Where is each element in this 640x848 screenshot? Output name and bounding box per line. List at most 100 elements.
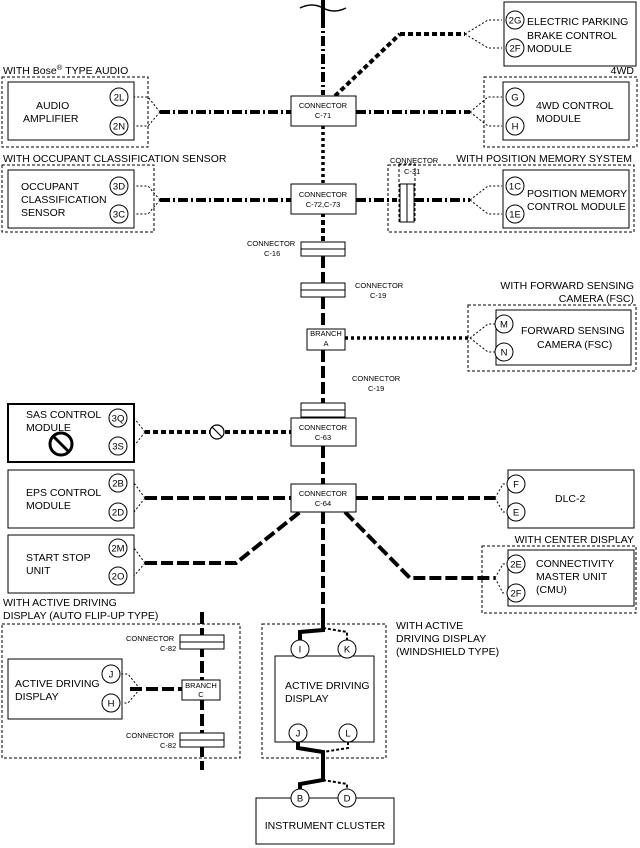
add-ws-wire [296, 742, 325, 772]
fourwd-control-module [502, 81, 630, 141]
pin-label: 3Q [112, 414, 125, 425]
add-flip-group [1, 623, 241, 759]
pin-label: 2E [510, 560, 522, 571]
pin-add-ws-bottom-l: L [338, 723, 358, 743]
eps-label-2: MODULE [26, 500, 71, 512]
cmu-module [507, 549, 635, 607]
pin-label: M [500, 320, 508, 331]
pin-label: K [344, 645, 351, 656]
pin-eps-2d: 2D [108, 502, 128, 522]
pin-cluster-d: D [337, 788, 357, 808]
occupant-label-1: OCCUPANT [21, 181, 80, 193]
epb-label-2: BRAKE CONTROL [527, 30, 617, 42]
pin-circles: 2G2F2L2NGH3D3C1C1EMN3Q3S2B2DFE2M2O2E2FJH… [101, 10, 526, 808]
pin-label: J [296, 729, 301, 740]
position-memory-branch [469, 185, 502, 215]
sas-label-1: SAS CONTROL [26, 409, 101, 421]
pin-dlc-f: F [506, 474, 526, 494]
pin-label: 2G [509, 16, 522, 27]
group-label-fourwd: 4WD [611, 65, 635, 77]
branch-a-label-2: A [323, 339, 328, 348]
pin-epb-2f: 2F [505, 38, 525, 58]
group-label-fsc-2: CAMERA (FSC) [559, 293, 634, 305]
connector-c72 [290, 183, 357, 215]
epb-wire [333, 32, 402, 98]
group-label-occupant: WITH OCCUPANT CLASSIFICATION SENSOR [3, 153, 227, 165]
pin-label: 1E [509, 210, 521, 221]
pin-sas-3s: 3S [108, 436, 128, 456]
pin-sas-3q: 3Q [108, 408, 128, 428]
pin-fourwd-h: H [505, 116, 525, 136]
c82b-label-2: C-82 [160, 741, 176, 750]
harness-break-mark [299, 4, 347, 12]
audio-label-1: AUDIO [36, 100, 69, 112]
pin-label: G [511, 93, 518, 104]
position-memory-group [387, 164, 635, 233]
audio-label-2: AMPLIFIER [23, 113, 79, 125]
start-stop-wire [145, 510, 302, 565]
pin-label: 2B [112, 479, 124, 490]
no-access-small-icon [209, 424, 225, 440]
fsc-module [495, 309, 632, 366]
pin-label: 3C [113, 210, 125, 221]
fourwd-branch [469, 96, 502, 127]
connector-c64 [290, 483, 357, 513]
pin-label: N [501, 348, 508, 359]
pin-epb-2g: 2G [505, 10, 525, 30]
epb-branch [464, 19, 502, 49]
c64-label-1: CONNECTOR [299, 489, 348, 498]
group-label-add-flip-2: DISPLAY (AUTO FLIP-UP TYPE) [3, 610, 158, 622]
bose-audio-group [1, 76, 149, 148]
group-label-center-display: WITH CENTER DISPLAY [515, 534, 634, 546]
no-access-icon [48, 431, 74, 457]
pin-label: 3S [112, 442, 124, 453]
add-ws-group [261, 623, 387, 759]
c72-label-1: CONNECTOR [299, 190, 348, 199]
position-memory-label-1: POSITION MEMORY [527, 188, 627, 200]
position-memory-label-2: CONTROL MODULE [527, 201, 626, 213]
c64-label-2: C-64 [315, 499, 331, 508]
cmu-label-2: MASTER UNIT [536, 571, 608, 583]
fourwd-label-1: 4WD CONTROL [536, 100, 614, 112]
add-ws-wire [322, 742, 349, 753]
pin-label: L [345, 729, 350, 740]
pin-position-memory-1e: 1E [505, 204, 525, 224]
pin-label: 2F [509, 44, 520, 55]
dlc-module [507, 469, 635, 529]
c63-label-1: CONNECTOR [299, 423, 348, 432]
pin-start-stop-2m: 2M [108, 538, 128, 558]
fsc-branch [469, 323, 496, 353]
pin-label: 2L [114, 93, 125, 104]
connector-c71 [290, 95, 357, 127]
c19a-label-2: C-19 [370, 291, 386, 300]
fourwd-label-2: MODULE [536, 113, 581, 125]
pin-label: B [297, 794, 303, 805]
instrument-cluster-module [255, 797, 395, 845]
pin-label: 2O [112, 572, 125, 583]
group-label-add-flip-1: WITH ACTIVE DRIVING [3, 597, 117, 609]
pin-add-flip-j: J [101, 664, 121, 684]
pin-dlc-e: E [506, 502, 526, 522]
pin-eps-2b: 2B [108, 473, 128, 493]
epb-label-3: MODULE [527, 43, 572, 55]
pin-position-memory-1c: 1C [505, 176, 525, 196]
pin-label: 2M [111, 544, 124, 555]
pin-label: E [513, 508, 519, 519]
group-label-fsc-1: WITH FORWARD SENSING [500, 280, 634, 292]
add-ws-label-1: ACTIVE DRIVING [285, 680, 370, 692]
fsc-label-2: CAMERA (FSC) [537, 339, 612, 351]
c82a-label-2: C-82 [160, 644, 176, 653]
pin-fsc-n: N [494, 342, 514, 362]
start-stop-label-2: UNIT [26, 565, 51, 577]
pin-fourwd-g: G [505, 87, 525, 107]
c19b-label-2: C-19 [368, 384, 384, 393]
cmu-label-1: CONNECTIVITY [536, 558, 614, 570]
cluster-wire [322, 779, 348, 790]
pin-start-stop-2o: 2O [108, 566, 128, 586]
epb-module [503, 1, 637, 67]
add-flip-label-2: DISPLAY [15, 691, 59, 703]
c19b-label-1: CONNECTOR [352, 374, 401, 383]
position-memory-module [502, 169, 630, 229]
connector-c63 [290, 417, 357, 447]
